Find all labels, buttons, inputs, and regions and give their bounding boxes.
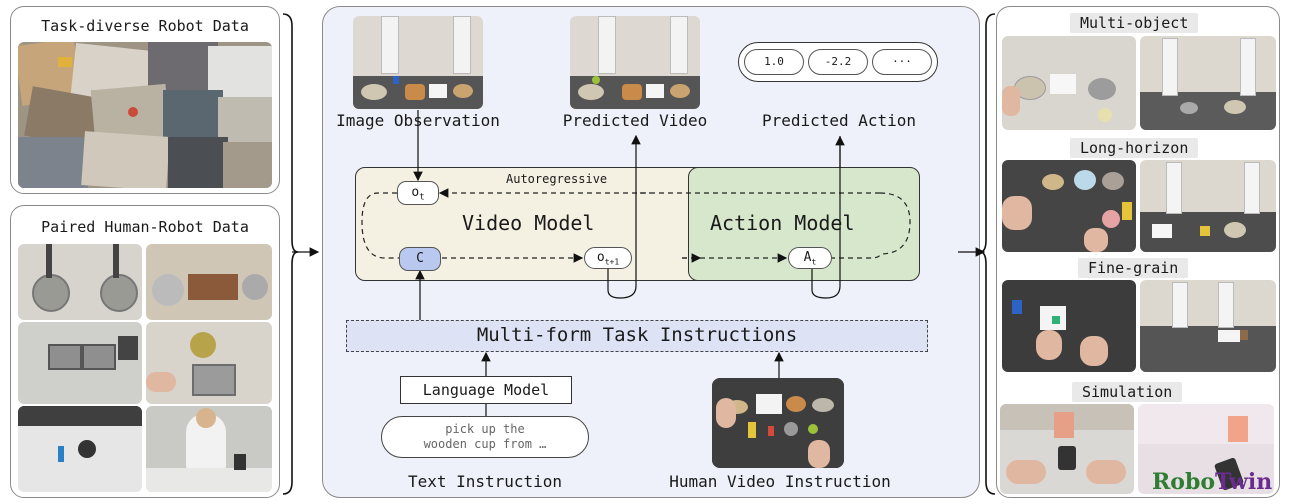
fine-grain-label: Fine-grain (1078, 258, 1189, 278)
node-o-t-sub: t (419, 192, 425, 203)
robot-data-collage (18, 42, 272, 188)
robotwin-logo-a: Robo (1152, 469, 1216, 495)
node-o-t-symbol: o (411, 185, 420, 200)
instructions-bar (346, 320, 928, 352)
simulation-label: Simulation (1072, 382, 1183, 402)
node-a-t: At (788, 247, 832, 269)
simulation-photo-real (1000, 404, 1134, 494)
node-a-t-sub: t (811, 257, 817, 267)
image-observation-photo (353, 16, 483, 109)
predicted-video-photo (570, 16, 700, 109)
paired-photo-3 (18, 322, 142, 404)
paired-photo-2 (146, 244, 272, 320)
node-o-t: ot (397, 181, 439, 205)
autoregressive-label: Autoregressive (506, 172, 608, 186)
action-value-2: -2.2 (808, 49, 868, 75)
predicted-action-label: Predicted Action (761, 111, 917, 130)
multi-object-photo-human (1002, 36, 1136, 130)
long-horizon-photo-human (1002, 160, 1136, 252)
robotwin-logo-b: Twin (1215, 469, 1273, 495)
paired-photo-5 (18, 406, 142, 492)
multi-object-label: Multi-object (1070, 13, 1199, 33)
node-o-t-plus-1: ot+1 (584, 247, 632, 269)
node-o-t1-symbol: o (596, 250, 605, 265)
human-video-photo (712, 378, 844, 468)
action-value-3: ··· (872, 49, 932, 75)
paired-photo-4 (146, 322, 272, 404)
text-prompt-bubble: pick up the wooden cup from … (381, 416, 589, 458)
paired-photo-1 (18, 244, 142, 320)
node-o-t1-sub: t+1 (604, 257, 620, 267)
predicted-video-label: Predicted Video (562, 111, 708, 130)
fine-grain-photo-human (1002, 280, 1136, 372)
multi-object-photo-robot (1140, 36, 1276, 130)
text-prompt-line-2: wooden cup from … (423, 437, 547, 451)
language-model-box: Language Model (400, 376, 572, 404)
text-prompt-line-1: pick up the (445, 422, 525, 436)
text-instruction-label: Text Instruction (407, 472, 563, 491)
long-horizon-photo-robot (1140, 160, 1276, 252)
robotwin-logo: RoboTwin (1152, 470, 1272, 494)
fine-grain-photo-robot (1140, 280, 1276, 372)
action-value-1: 1.0 (744, 49, 804, 75)
action-model-label: Action Model (710, 211, 855, 235)
instructions-label: Multi-form Task Instructions (476, 324, 798, 346)
node-a-t-symbol: A (803, 250, 812, 265)
human-video-instruction-label: Human Video Instruction (669, 472, 891, 491)
video-model-label: Video Model (462, 211, 595, 235)
robot-data-title: Task-diverse Robot Data (41, 17, 249, 35)
paired-photo-6 (146, 406, 272, 492)
simulation-photo-sim (1138, 404, 1274, 494)
paired-data-title: Paired Human-Robot Data (41, 218, 249, 236)
long-horizon-label: Long-horizon (1070, 138, 1199, 158)
node-c: C (399, 247, 441, 271)
